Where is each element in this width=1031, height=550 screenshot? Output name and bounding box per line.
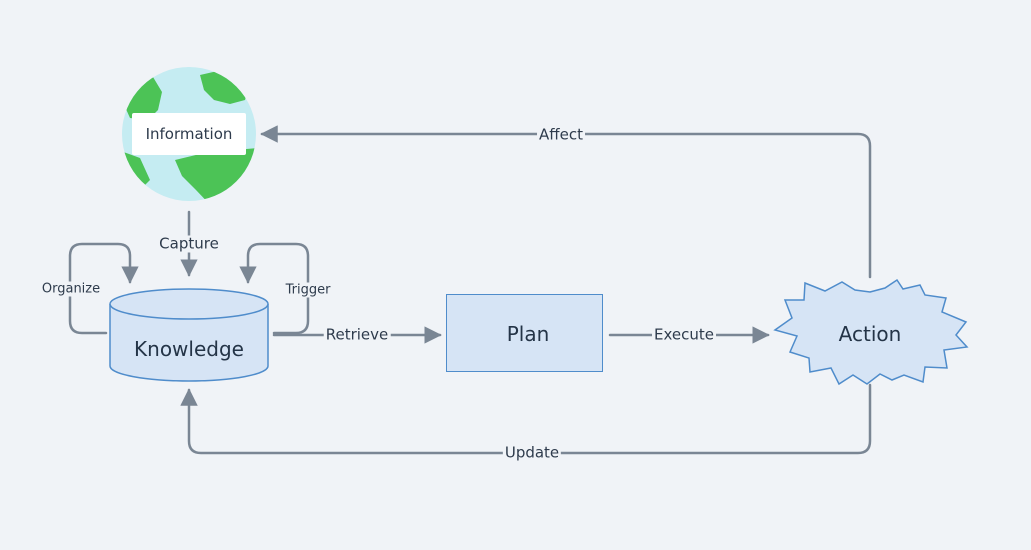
information-node: Information (132, 113, 246, 155)
affect-label: Affect (537, 125, 585, 144)
trigger-arrow (239, 242, 310, 335)
action-starburst (773, 278, 969, 386)
organize-arrow (68, 242, 139, 335)
action-label: Action (838, 322, 902, 346)
plan-label: Plan (506, 322, 550, 346)
knowledge-cylinder (109, 288, 269, 382)
organize-label: Organize (39, 281, 103, 297)
information-label: Information (145, 125, 233, 143)
retrieve-label: Retrieve (323, 325, 391, 344)
trigger-label: Trigger (283, 282, 333, 298)
execute-label: Execute (652, 325, 716, 344)
update-label: Update (502, 443, 562, 462)
plan-node (446, 294, 603, 372)
affect-arrow (260, 125, 872, 279)
knowledge-label: Knowledge (134, 337, 244, 361)
capture-label: Capture (157, 234, 221, 253)
